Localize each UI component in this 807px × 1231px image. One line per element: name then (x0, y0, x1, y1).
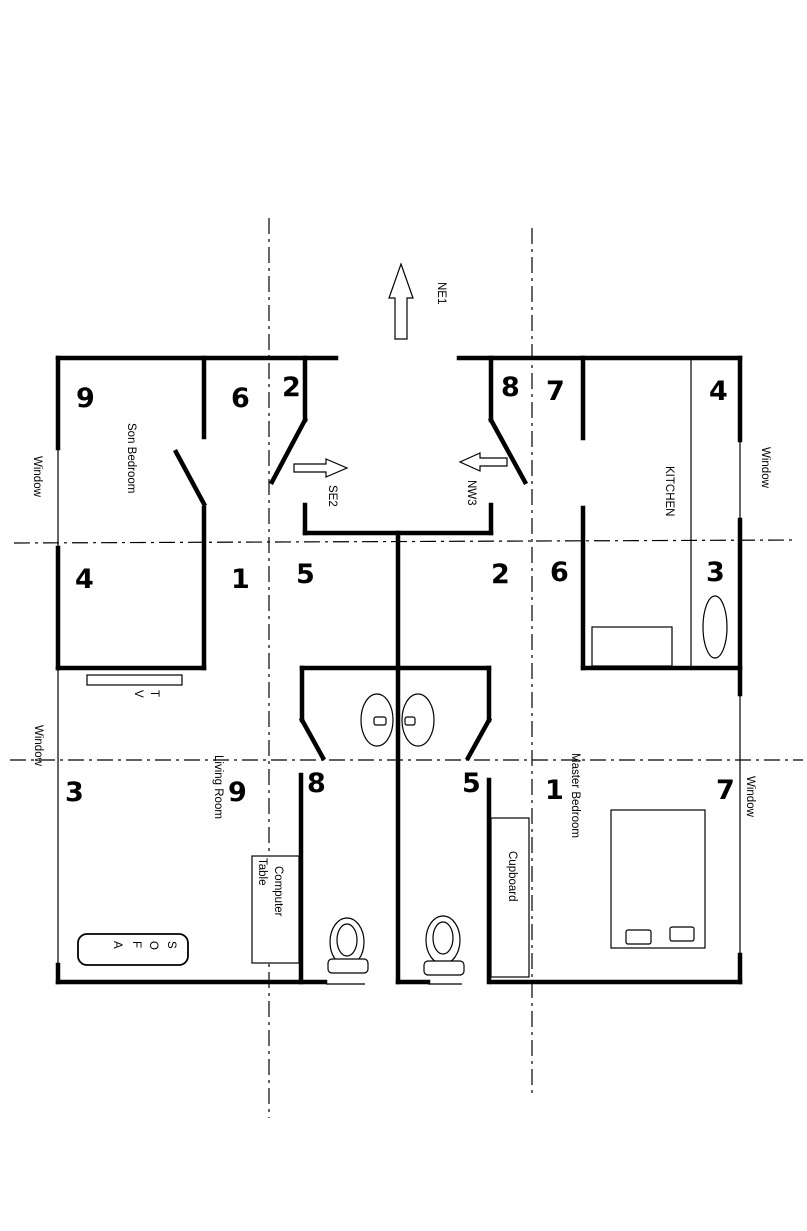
nw-arrow-icon (458, 452, 508, 472)
tv-label-v: V (132, 690, 144, 698)
door-entry-left (268, 416, 309, 486)
grid-number: 3 (65, 777, 84, 808)
computer-table (251, 855, 300, 964)
tv-unit (86, 674, 183, 686)
grid-number: 3 (706, 557, 725, 588)
computer-table-label-line1: Computer (272, 866, 284, 917)
sofa-label-o: O (147, 941, 159, 950)
doors (172, 416, 529, 762)
north-arrow-icon (388, 262, 414, 340)
living-room-label: Living Room (212, 755, 224, 819)
grid-number: 1 (545, 775, 564, 806)
nw-arrow-label: NW3 (465, 480, 477, 506)
walls (55, 355, 743, 985)
tv-label-t: T (148, 690, 160, 697)
se-arrow-icon (293, 458, 349, 478)
grid-number: 2 (282, 372, 301, 403)
grid-number: 4 (709, 376, 728, 407)
door-son-bedroom (172, 448, 208, 508)
master-bedroom-label: Master Bedroom (569, 753, 581, 838)
north-arrow-label: NE1 (435, 282, 447, 304)
toilet-right-icon (423, 915, 465, 976)
grid-number: 7 (716, 775, 735, 806)
pillow-right (669, 926, 695, 942)
sofa-label-a: A (111, 941, 123, 949)
wash-basin-left-icon (360, 693, 394, 747)
son-bedroom-label: Son Bedroom (125, 423, 137, 493)
grid-number: 6 (550, 557, 569, 588)
door-bath-right (464, 716, 493, 762)
window-label-right-bottom: Window (744, 776, 756, 818)
grid-number: 8 (501, 372, 520, 403)
wash-basin-right-icon (401, 693, 435, 747)
grid-number: 9 (228, 777, 247, 808)
kitchen-sink-icon (702, 595, 728, 659)
grid-number: 9 (76, 383, 95, 414)
door-bath-left (298, 716, 327, 762)
cupboard (490, 817, 530, 978)
grid-line-horizontal-top (13, 539, 798, 544)
bed (610, 809, 706, 949)
window-label-left-bottom: Window (32, 725, 44, 767)
pillow-left (625, 929, 652, 945)
window-label-left-top: Window (31, 456, 43, 498)
kitchen-stove (591, 626, 673, 667)
sofa-label-f: F (130, 941, 142, 948)
computer-table-label-line2: Table (256, 858, 268, 886)
grid-number: 6 (231, 383, 250, 414)
window-label-right-top: Window (759, 447, 771, 489)
grid-number: 8 (307, 768, 326, 799)
kitchen-label: KITCHEN (663, 466, 675, 516)
toilet-left-icon (327, 917, 369, 974)
cupboard-label: Cupboard (506, 851, 518, 902)
grid-number: 4 (75, 564, 94, 595)
grid-number: 5 (296, 559, 315, 590)
sofa (77, 933, 189, 966)
grid-number: 7 (546, 376, 565, 407)
door-entry-right (487, 416, 529, 486)
grid-number: 1 (231, 564, 250, 595)
grid-number: 5 (462, 768, 481, 799)
grid-number: 2 (491, 559, 510, 590)
sofa-label-s: S (165, 941, 177, 949)
se-arrow-label: SE2 (326, 485, 338, 507)
